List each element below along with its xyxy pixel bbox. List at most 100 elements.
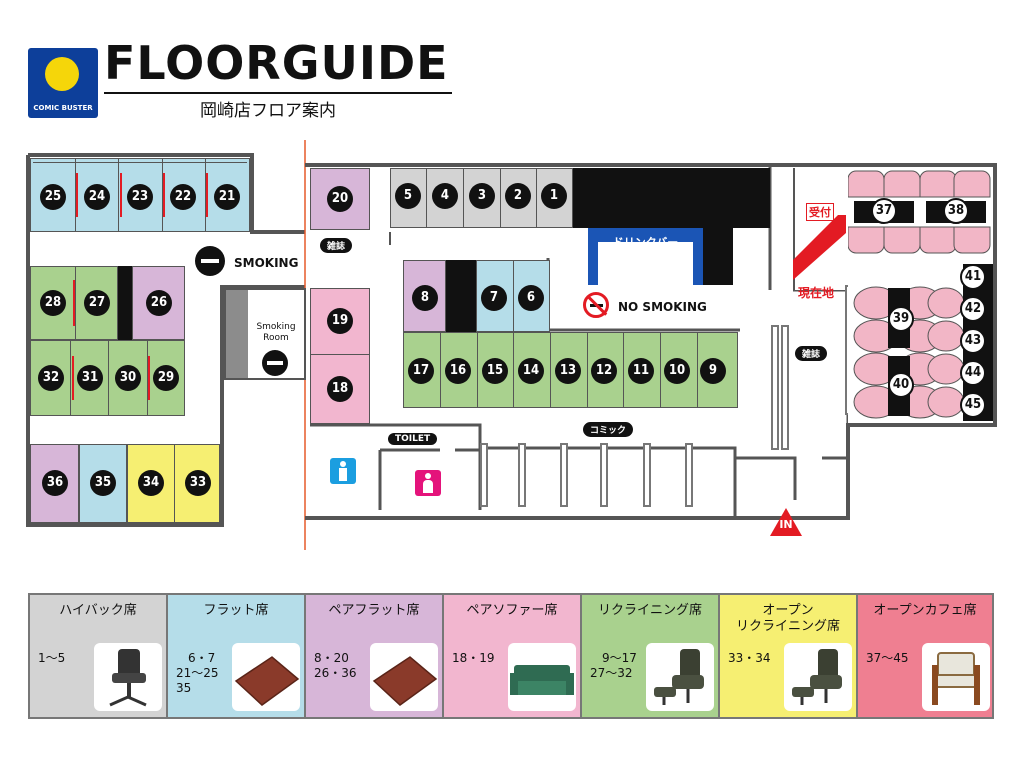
seat-24[interactable]: 24 — [84, 184, 110, 210]
seat-29[interactable]: 29 — [153, 365, 179, 391]
legend-reclining: リクライニング席 9～17 27～32 — [580, 593, 720, 719]
wall-block — [446, 260, 476, 332]
comic-shelf — [643, 443, 651, 507]
seat-36[interactable]: 36 — [42, 470, 68, 496]
legend-range: 6・7 21～25 35 — [176, 651, 219, 695]
legend-range: 18・19 — [452, 651, 495, 665]
recliner-icon — [646, 643, 714, 711]
wall-block — [573, 168, 770, 228]
wall-block — [703, 228, 733, 285]
seat-42[interactable]: 42 — [960, 296, 986, 322]
smoking-icon — [195, 246, 225, 276]
seat-17[interactable]: 17 — [408, 358, 434, 384]
reception-label: 受付 — [806, 203, 834, 221]
cafe-chair-icon — [922, 643, 990, 711]
legend-title: オープン リクライニング席 — [735, 603, 840, 634]
seat-25[interactable]: 25 — [40, 184, 66, 210]
title-divider — [104, 92, 452, 94]
smoking-room: Smoking Room — [224, 288, 306, 380]
seat-15[interactable]: 15 — [482, 358, 508, 384]
comic-shelf — [518, 443, 526, 507]
seat-1[interactable]: 1 — [541, 183, 567, 209]
legend-title: オープンカフェ席 — [873, 603, 977, 618]
legend-open-reclining: オープン リクライニング席 33・34 — [718, 593, 858, 719]
comic-label: コミック — [583, 422, 634, 437]
seat-19[interactable]: 19 — [327, 308, 353, 334]
recliner-icon — [784, 643, 852, 711]
seat-40[interactable]: 40 — [888, 372, 914, 398]
seat-16[interactable]: 16 — [445, 358, 471, 384]
legend-title: ペアソファー席 — [466, 603, 558, 618]
seat-legend: ハイバック席 1～5 フラット席 6・7 21～25 35 ペアフラット席 8・… — [28, 593, 994, 719]
smoking-room-icon — [262, 350, 288, 376]
legend-title: リクライニング席 — [597, 603, 702, 618]
smoking-room-label: Smoking Room — [256, 322, 296, 343]
seat-9[interactable]: 9 — [700, 358, 726, 384]
seat-10[interactable]: 10 — [664, 358, 690, 384]
legend-pair-sofa: ペアソファー席 18・19 — [442, 593, 582, 719]
toilet-label: TOILET — [388, 433, 438, 445]
current-location-label: 現在地 — [798, 286, 835, 300]
seat-23[interactable]: 23 — [127, 184, 153, 210]
comic-shelf — [600, 443, 608, 507]
legend-title: ハイバック席 — [59, 603, 137, 618]
seat-6[interactable]: 6 — [518, 285, 544, 311]
seat-14[interactable]: 14 — [518, 358, 544, 384]
comic-shelf — [685, 443, 693, 507]
legend-range: 33・34 — [728, 651, 771, 665]
seat-20[interactable]: 20 — [327, 186, 353, 212]
seat-5[interactable]: 5 — [395, 183, 421, 209]
legend-range: 8・20 26・36 — [314, 651, 357, 680]
flat-mat-icon — [370, 643, 438, 711]
flat-mat-icon — [232, 643, 300, 711]
magazine-shelf — [771, 325, 779, 450]
seat-7[interactable]: 7 — [481, 285, 507, 311]
seat-11[interactable]: 11 — [628, 358, 654, 384]
no-smoking-icon — [583, 292, 609, 318]
no-smoking-label: NO SMOKING — [618, 300, 707, 314]
seat-12[interactable]: 12 — [591, 358, 617, 384]
seat-41[interactable]: 41 — [960, 264, 986, 290]
comic-shelf — [560, 443, 568, 507]
seat-33[interactable]: 33 — [185, 470, 211, 496]
seat-45[interactable]: 45 — [960, 392, 986, 418]
office-chair-icon — [94, 643, 162, 711]
seat-27[interactable]: 27 — [84, 290, 110, 316]
floor-map: ドリンクバー 受付 現在地 25 24 23 22 21 28 27 26 32… — [26, 140, 997, 550]
seat-13[interactable]: 13 — [555, 358, 581, 384]
page-subtitle: 岡崎店フロア案内 — [200, 101, 336, 121]
seat-8[interactable]: 8 — [412, 285, 438, 311]
legend-open-cafe: オープンカフェ席 37～45 — [856, 593, 994, 719]
seat-26[interactable]: 26 — [146, 290, 172, 316]
legend-highback: ハイバック席 1～5 — [28, 593, 168, 719]
entrance-marker — [770, 508, 802, 536]
seat-31[interactable]: 31 — [77, 365, 103, 391]
seat-22[interactable]: 22 — [170, 184, 196, 210]
seat-2[interactable]: 2 — [505, 183, 531, 209]
seat-44[interactable]: 44 — [960, 360, 986, 386]
sofa-icon — [508, 643, 576, 711]
seat-35[interactable]: 35 — [90, 470, 116, 496]
comic-buster-logo: COMIC BUSTER — [28, 48, 98, 118]
seat-32[interactable]: 32 — [38, 365, 64, 391]
seat-30[interactable]: 30 — [115, 365, 141, 391]
legend-range: 9～17 27～32 — [590, 651, 637, 680]
womens-toilet-icon — [415, 470, 441, 496]
seat-18[interactable]: 18 — [327, 376, 353, 402]
entrance-label: IN — [779, 518, 793, 531]
seat-4[interactable]: 4 — [432, 183, 458, 209]
seat-37[interactable]: 37 — [871, 198, 897, 224]
smoking-label: SMOKING — [234, 256, 299, 270]
legend-title: ペアフラット席 — [328, 603, 420, 618]
seat-3[interactable]: 3 — [469, 183, 495, 209]
seat-28[interactable]: 28 — [40, 290, 66, 316]
seat-38[interactable]: 38 — [943, 198, 969, 224]
legend-pair-flat: ペアフラット席 8・20 26・36 — [304, 593, 444, 719]
legend-range: 37～45 — [866, 651, 909, 665]
seat-34[interactable]: 34 — [138, 470, 164, 496]
comic-shelf — [480, 443, 488, 507]
seat-39[interactable]: 39 — [888, 306, 914, 332]
seat-43[interactable]: 43 — [960, 328, 986, 354]
drink-bar-label: ドリンクバー — [612, 236, 679, 249]
seat-21[interactable]: 21 — [214, 184, 240, 210]
